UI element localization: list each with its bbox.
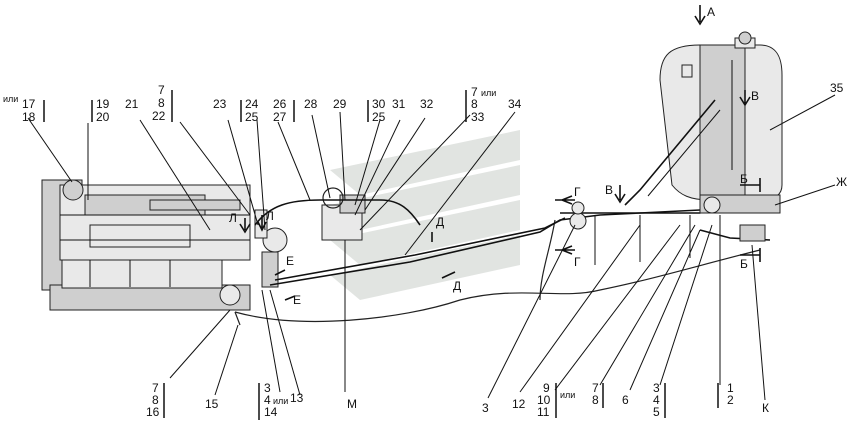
label-b9: 9 [543,381,550,395]
label-b7r: 7 [592,381,599,395]
view-L1: Л [229,211,237,225]
label-b1: 1 [727,381,734,395]
view-A: А [707,5,715,19]
watermark-logo [330,130,520,300]
label-b11: 11 [537,405,550,419]
label-25a: 25 [245,110,259,124]
label-23: 23 [213,97,227,111]
label-b2: 2 [727,393,734,407]
label-8b: 8 [471,97,478,111]
view-L2: Л [266,209,274,223]
label-ili-b: или [481,88,496,98]
fuel-filter-unit [254,209,288,288]
view-B-top: Б [740,172,748,186]
label-b4: 4 [264,393,271,407]
label-34: 34 [508,97,522,111]
view-G-top: Г [574,185,581,199]
label-b8r: 8 [592,393,599,407]
view-V-top: В [751,89,759,103]
label-29: 29 [333,97,347,111]
view-B-bottom: Б [740,257,748,271]
label-31: 31 [392,97,406,111]
leader-lines [27,94,836,401]
view-E2: Е [293,293,301,307]
label-7b: 7 [471,85,478,99]
label-b4x: 4 [653,393,660,407]
center-filter-assembly [321,187,366,241]
label-33: 33 [471,110,485,124]
label-22: 22 [152,109,166,123]
label-b10: 10 [537,393,551,407]
label-7a: 7 [158,83,165,97]
label-8a: 8 [158,96,165,110]
view-G-bottom: Г [574,255,581,269]
label-b3: 3 [264,381,271,395]
label-bM: М [347,397,357,411]
label-20: 20 [96,110,110,124]
label-b12: 12 [512,397,526,411]
label-28: 28 [304,97,318,111]
label-26: 26 [273,97,287,111]
view-Zh: Ж [836,175,847,189]
view-arrows [239,5,761,301]
view-D1: Д [436,215,444,229]
label-18: 18 [22,110,36,124]
label-21: 21 [125,97,139,111]
label-ili-d: или [560,390,575,400]
label-b15: 15 [205,397,219,411]
label-30: 30 [372,97,386,111]
tank-valve [569,201,766,242]
fuel-tank [624,31,783,214]
label-24: 24 [245,97,259,111]
view-V: В [605,183,613,197]
label-b13: 13 [290,391,304,405]
engine-block [41,179,251,311]
label-ili-c: или [273,396,288,406]
label-27: 27 [273,110,287,124]
label-b3r: 3 [482,401,489,415]
label-b16: 16 [146,405,160,419]
label-19: 19 [96,97,110,111]
label-ili: или [3,94,18,104]
label-b6: 6 [622,393,629,407]
view-D2: Д [453,279,461,293]
label-bars [43,90,719,420]
label-b14: 14 [264,405,278,419]
label-b8: 8 [152,393,159,407]
view-E1: Е [286,254,294,268]
label-35: 35 [830,81,844,95]
label-b5x: 5 [653,405,660,419]
label-32: 32 [420,97,434,111]
chassis-frame [234,219,761,326]
label-bK: К [762,401,769,415]
label-b3x: 3 [653,381,660,395]
label-25b: 25 [372,110,386,124]
label-b7: 7 [152,381,159,395]
label-17: 17 [22,97,36,111]
